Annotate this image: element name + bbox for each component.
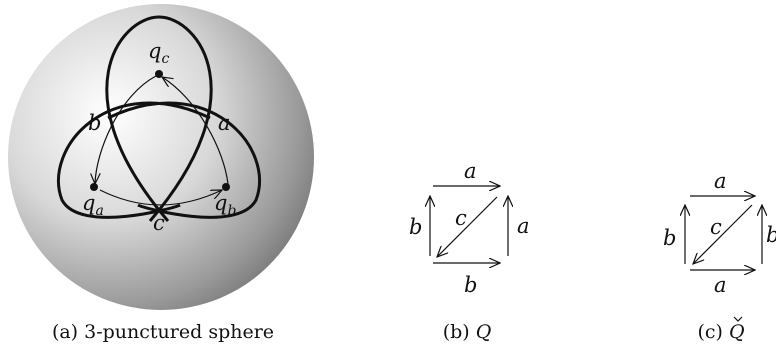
label-qa: qa (82, 191, 104, 219)
curve-left-loop (57, 101, 211, 219)
label-left: b (409, 215, 422, 239)
label-qb: qb (214, 191, 236, 219)
edge-label-b: b (88, 111, 101, 135)
panel-a: qc qa qb b a c (a) 3-punctured sphere (8, 4, 314, 343)
arrow-diag-c (693, 204, 753, 264)
puncture-qa (90, 183, 98, 191)
punctured-sphere (8, 4, 314, 310)
arrow-qc-to-qa (95, 75, 157, 184)
label-top: a (464, 159, 477, 183)
label-left: b (663, 226, 676, 250)
check-accent (733, 316, 743, 322)
label-right: a (517, 214, 530, 238)
arrow-qb-to-qc (162, 77, 229, 185)
arrow-qa-to-qb (99, 190, 222, 206)
edge-label-c: c (153, 211, 165, 235)
label-qc: qc (148, 39, 169, 67)
label-bottom: a (714, 273, 727, 297)
puncture-qb (222, 183, 230, 191)
label-diag: c (455, 206, 467, 230)
label-right: b (766, 223, 776, 247)
edge-label-a: a (218, 111, 231, 135)
caption-b: (b) Q (443, 321, 492, 343)
arrow-diag-c (437, 196, 498, 257)
label-top: a (714, 169, 727, 193)
curve-right-loop (107, 101, 261, 219)
label-bottom: b (464, 273, 477, 297)
caption-a: (a) 3-punctured sphere (52, 321, 274, 343)
panel-c: a b c b a (c) Q (663, 169, 776, 343)
caption-c: (c) Q (697, 321, 744, 343)
panel-b: a b c a b (b) Q (409, 159, 530, 343)
label-diag: c (710, 215, 722, 239)
puncture-qc (155, 70, 163, 78)
